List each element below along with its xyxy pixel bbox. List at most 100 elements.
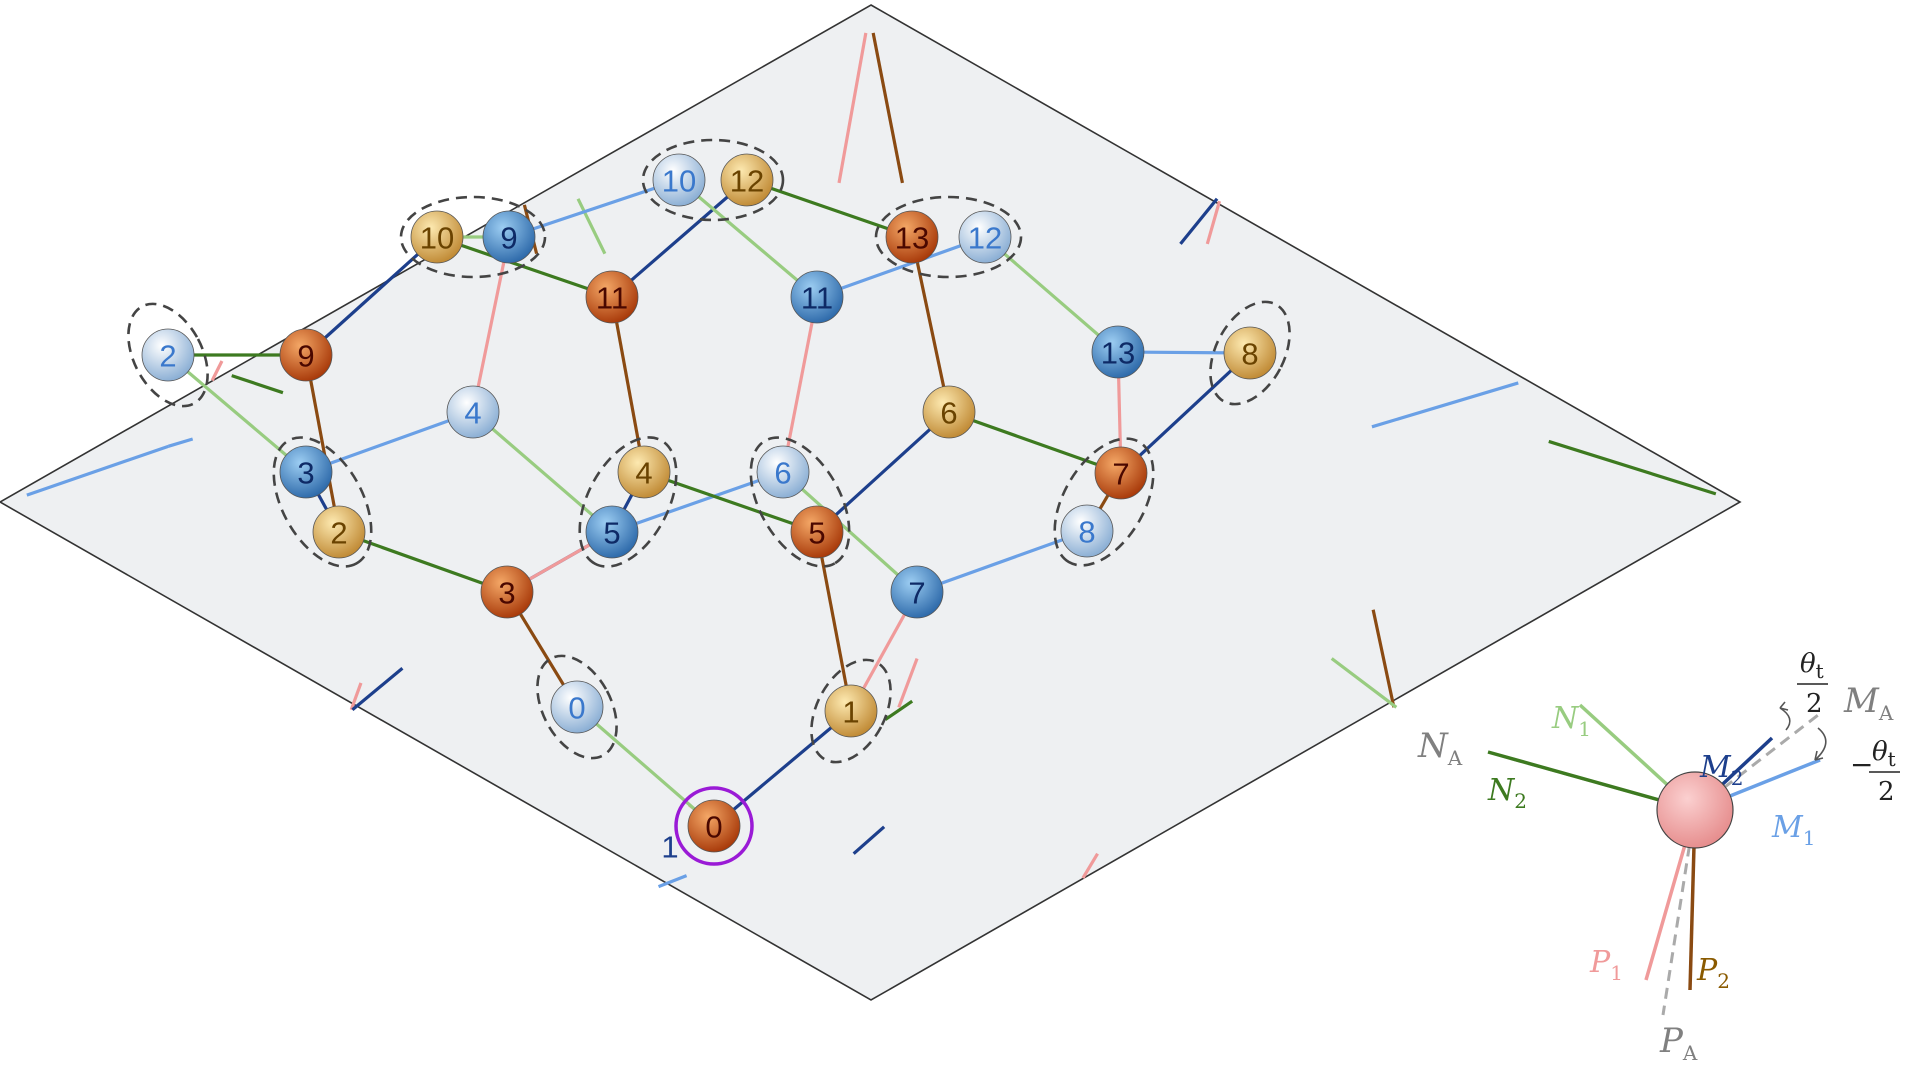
node-sphere xyxy=(720,153,774,207)
node-label: 4 xyxy=(635,456,652,491)
bond-m1 xyxy=(816,235,986,299)
boundary-bond-m1 xyxy=(1371,381,1519,429)
lattice-node: 8 xyxy=(1060,504,1114,558)
node-label: 10 xyxy=(662,164,696,199)
bond-p1 xyxy=(781,296,819,473)
angle-arrow-negative xyxy=(1814,750,1824,761)
node-label: 11 xyxy=(596,281,628,316)
legend-label-pa: PA xyxy=(1659,1021,1698,1065)
angle-numerator: θt xyxy=(1872,737,1896,771)
node-sphere xyxy=(790,505,844,559)
node-sphere xyxy=(890,565,944,619)
node-sphere xyxy=(585,505,639,559)
bond-n1 xyxy=(781,470,919,594)
node-sphere xyxy=(480,565,534,619)
dimer-outline xyxy=(399,195,547,279)
boundary-bond-n1 xyxy=(576,198,607,255)
node-sphere xyxy=(687,799,741,853)
highlight-layer: 1 xyxy=(661,786,754,866)
node-label: 8 xyxy=(1078,515,1095,550)
lattice-node: 7 xyxy=(890,565,944,619)
lattice-node: 4 xyxy=(617,445,671,499)
lattice-node: 3 xyxy=(480,565,534,619)
node-label: 8 xyxy=(1241,337,1258,372)
node-label: 9 xyxy=(500,221,517,256)
node-sphere xyxy=(824,684,878,738)
boundary-bond-m1 xyxy=(167,437,194,448)
lattice-node: 10 xyxy=(652,153,706,207)
node-label: 13 xyxy=(895,221,929,256)
node-sphere xyxy=(1094,446,1148,500)
bond-n2 xyxy=(746,178,913,239)
angle-arc-negative xyxy=(1814,727,1827,761)
node-label: 12 xyxy=(968,221,1002,256)
boundary-bond-p1 xyxy=(837,32,868,184)
node-sphere xyxy=(312,505,366,559)
lattice-node: 10 xyxy=(410,210,464,264)
node-label: 10 xyxy=(420,221,454,256)
bond-p1 xyxy=(471,236,511,413)
dimer-outline xyxy=(874,195,1023,279)
boundary-bond-n2 xyxy=(1548,439,1717,496)
lattice-node: 9 xyxy=(279,328,333,382)
lattice-node: 6 xyxy=(756,445,810,499)
node-label: 6 xyxy=(940,396,957,431)
dimer-outline xyxy=(536,654,618,760)
boundary-bond-p1 xyxy=(210,360,224,382)
legend-label-n2: N2 xyxy=(1487,773,1527,813)
node-label: 7 xyxy=(908,576,925,611)
bond-p2 xyxy=(304,354,341,533)
legend-label-ma: MA xyxy=(1843,681,1894,725)
node-sphere xyxy=(279,328,333,382)
bond-m2 xyxy=(1119,351,1252,475)
node-label: 0 xyxy=(705,810,722,845)
node-label: 3 xyxy=(297,456,314,491)
angle-arc-positive xyxy=(1779,707,1791,731)
lattice-node: 11 xyxy=(790,270,844,324)
boundary-bond-p1 xyxy=(349,682,363,711)
node-sphere xyxy=(958,210,1012,264)
lattice-node: 7 xyxy=(1094,446,1148,500)
angle-denominator: 2 xyxy=(1806,689,1823,719)
node-label: 13 xyxy=(1101,336,1135,371)
node-sphere xyxy=(550,680,604,734)
lattice-node: 9 xyxy=(482,210,536,264)
bond-m2 xyxy=(815,410,951,534)
bond-n1 xyxy=(677,178,819,299)
angle-label-negative: −θt2 xyxy=(1850,737,1900,807)
bond-m1 xyxy=(305,410,474,474)
node-sphere xyxy=(756,445,810,499)
node-label: 7 xyxy=(1112,457,1129,492)
boundary-bond-p2 xyxy=(1371,609,1396,708)
node-label: 9 xyxy=(297,339,314,374)
boundary-bond-m2 xyxy=(351,667,404,711)
bond-p2 xyxy=(910,236,951,413)
node-sphere xyxy=(790,270,844,324)
bond-n2 xyxy=(436,235,613,299)
node-sphere xyxy=(922,385,976,439)
lattice-node: 12 xyxy=(958,210,1012,264)
legend-label-m2: M2 xyxy=(1699,750,1743,790)
lattice-node: 12 xyxy=(720,153,774,207)
highlight-label: 1 xyxy=(661,830,678,865)
bond-n1 xyxy=(166,353,308,474)
boundary-bond-n2 xyxy=(884,699,914,721)
legend-label-na: NA xyxy=(1417,726,1463,770)
angle-sign: − xyxy=(1850,748,1873,781)
boundary-edges xyxy=(26,32,1717,889)
legend-label-p1: P1 xyxy=(1589,945,1623,985)
legend-label-n1: N1 xyxy=(1551,701,1591,741)
dimer-outline xyxy=(641,138,785,222)
bond-n2 xyxy=(643,470,818,534)
boundary-bond-p2 xyxy=(871,32,905,184)
bond-n1 xyxy=(983,235,1120,354)
node-sphere xyxy=(1091,325,1145,379)
dimer-outline xyxy=(578,436,678,568)
rhombus-plane xyxy=(0,4,1742,1001)
lattice-node: 6 xyxy=(922,385,976,439)
boundary-bond-p1 xyxy=(897,657,919,708)
node-label: 2 xyxy=(159,339,176,374)
lattice-node: 5 xyxy=(585,505,639,559)
